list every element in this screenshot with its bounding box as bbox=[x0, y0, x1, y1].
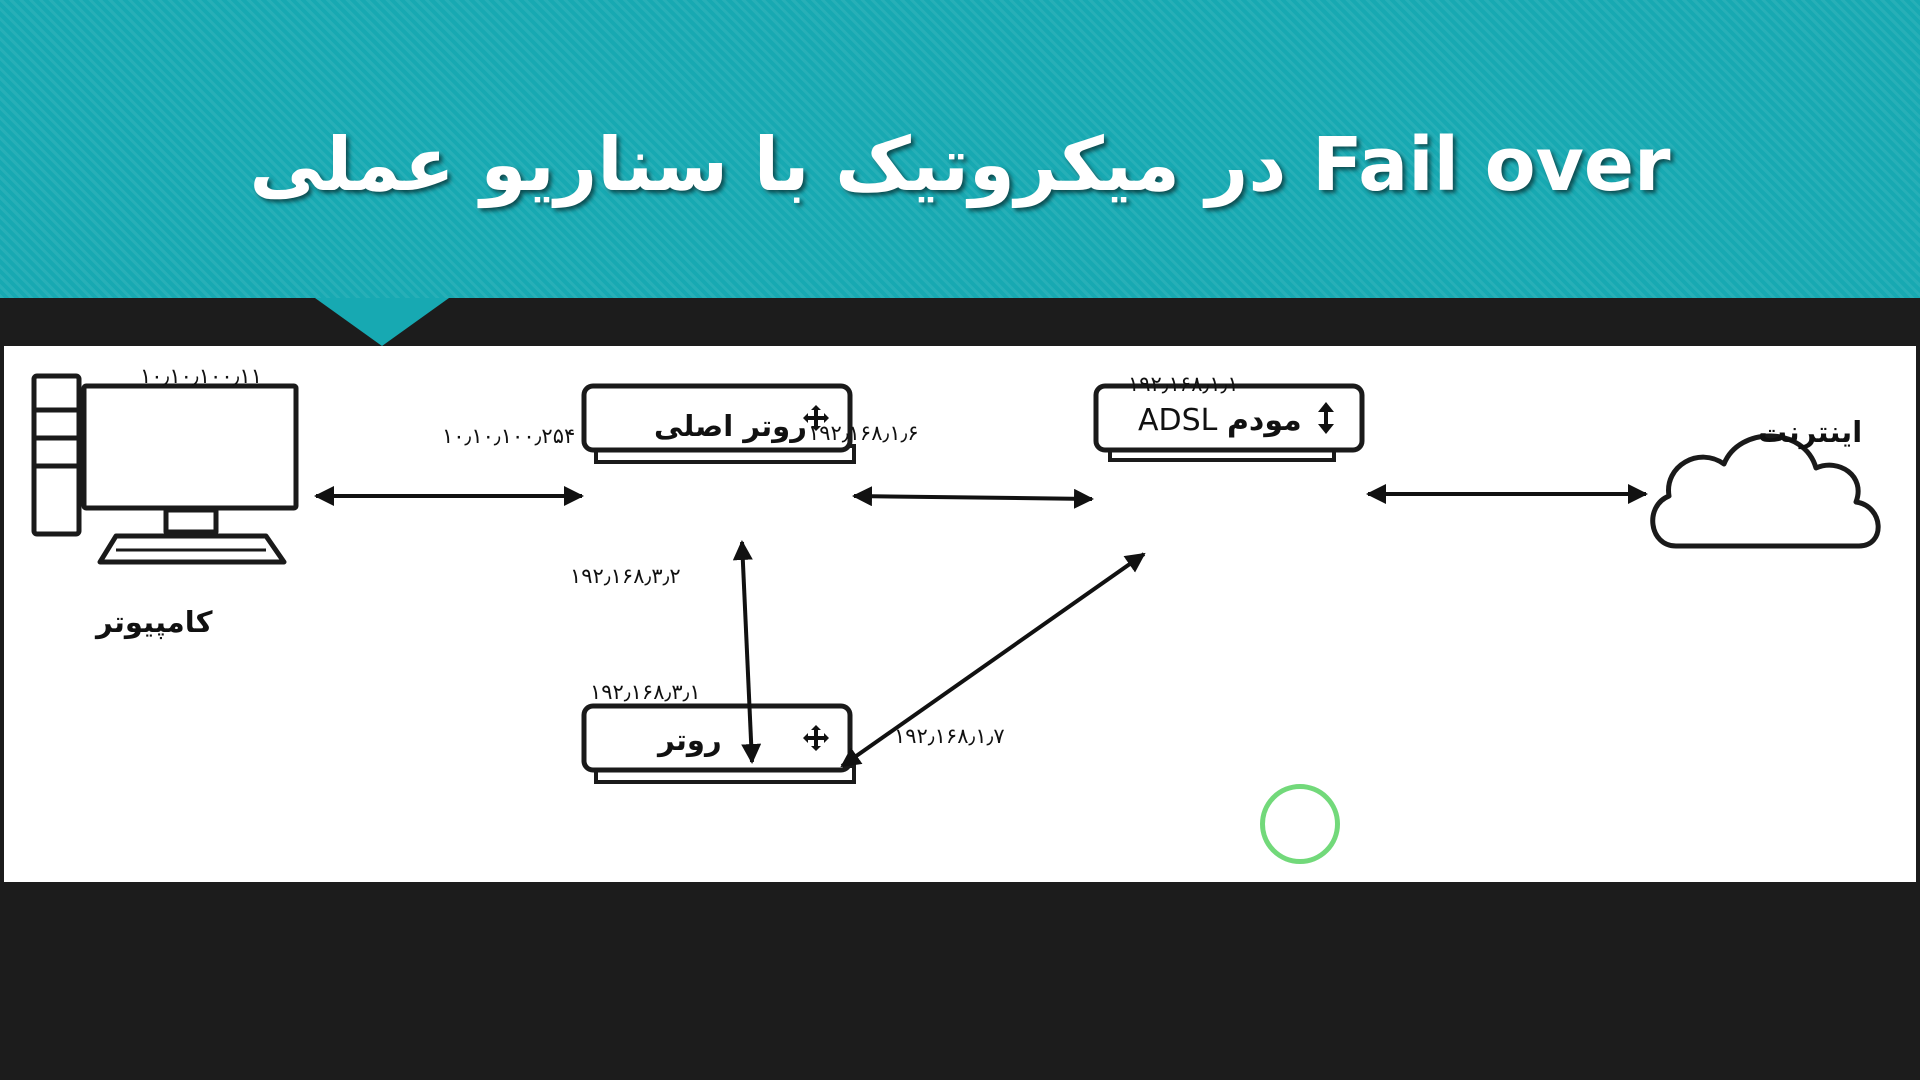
main-router-lan-ip-label: ۱۰٫۱۰٫۱۰۰٫۲۵۴ bbox=[442, 424, 576, 448]
slide-title: Fail over در میکروتیک با سناریو عملی bbox=[249, 122, 1671, 208]
computer-label: کامپیوتر bbox=[96, 605, 213, 639]
link-main-router-modem bbox=[852, 486, 1094, 509]
header-band bbox=[0, 298, 1920, 346]
title-banner bbox=[0, 0, 1920, 298]
desktop-computer-icon bbox=[31, 373, 299, 565]
computer-ip-label: ۱۰٫۱۰٫۱۰۰٫۱۱ bbox=[140, 364, 262, 388]
main-router-label: روتر اصلی bbox=[654, 409, 807, 443]
internet-label: اینترنت bbox=[1758, 415, 1863, 449]
cloud-icon bbox=[1650, 433, 1881, 549]
diagram-graphics bbox=[31, 373, 1881, 784]
backup-router-link-ip-label: ۱۹۲٫۱۶۸٫۳٫۱ bbox=[590, 680, 701, 704]
adsl-modem-device bbox=[1093, 383, 1365, 462]
modem-title: مودم ADSL bbox=[1138, 406, 1302, 436]
backup-router-label: روتر bbox=[658, 723, 722, 757]
backup-router-wan-ip-label: ۱۹۲٫۱۶۸٫۱٫۷ bbox=[894, 724, 1005, 748]
router-icon bbox=[803, 405, 829, 431]
network-diagram: ۱۰٫۱۰٫۱۰۰٫۱۱ کامپیوتر ۱۰٫۱۰٫۱۰۰٫۲۵۴ روتر… bbox=[4, 346, 1916, 882]
cursor-highlight-ring bbox=[1260, 784, 1340, 864]
link-backup-router-modem bbox=[840, 552, 1146, 768]
modem-label: مودم bbox=[1226, 403, 1302, 438]
main-router-device bbox=[581, 383, 856, 464]
modem-icon bbox=[1318, 402, 1334, 434]
main-router-link-ip-label: ۱۹۲٫۱۶۸٫۳٫۲ bbox=[570, 564, 681, 588]
modem-type-label: ADSL bbox=[1138, 403, 1218, 438]
modem-ip-label: ۱۹۲٫۱۶۸٫۱٫۱ bbox=[1128, 372, 1239, 396]
main-router-wan-ip-label: ۱۹۲٫۱۶۸٫۱٫۶ bbox=[808, 421, 919, 445]
banner-notch bbox=[315, 298, 449, 346]
link-main-router-backup-router bbox=[732, 540, 762, 764]
router-icon bbox=[803, 725, 829, 751]
